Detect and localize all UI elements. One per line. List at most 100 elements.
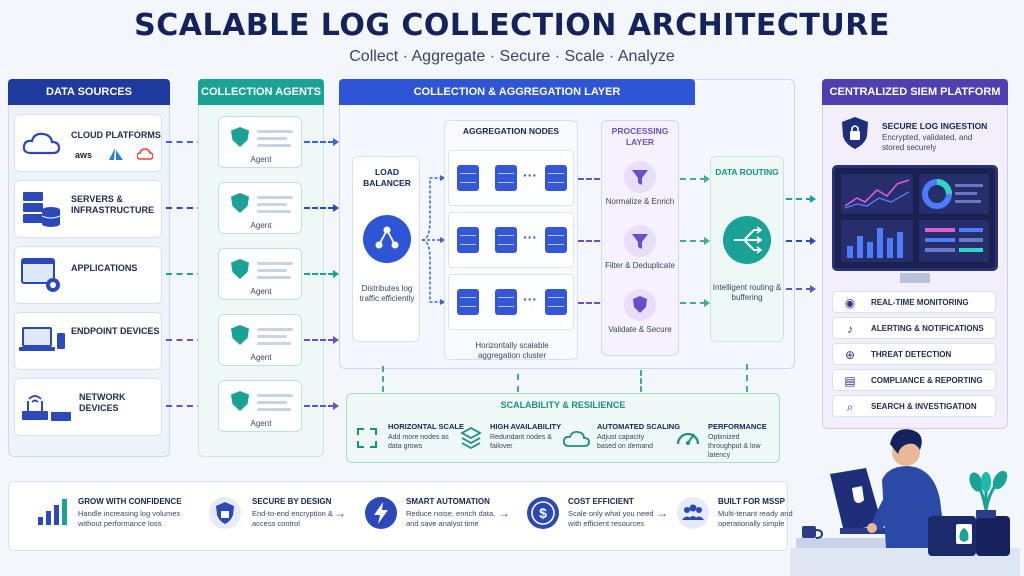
node-row: ··· (448, 212, 574, 268)
document-icon: ▤ (844, 374, 856, 388)
scal-item-desc: Add more nodes as data grows (388, 434, 449, 450)
processing-step: Validate & Secure (608, 325, 672, 334)
agent-label: Agent (250, 353, 272, 362)
server-icon (545, 227, 567, 253)
scal-item-desc: Redundant nodes & failover (490, 434, 552, 450)
aggregation-header: COLLECTION & AGGREGATION LAYER (339, 79, 695, 105)
source-label: ENDPOINT DEVICES (71, 326, 160, 336)
aws-logo: aws (75, 150, 93, 160)
gcp-logo-icon (137, 148, 153, 160)
source-servers: SERVERS & INFRASTRUCTURE (14, 180, 162, 238)
processing-step: Filter & Deduplicate (605, 261, 675, 270)
shield-icon (231, 193, 249, 213)
siem-feature: ♪ALERTING & NOTIFICATIONS (832, 317, 996, 339)
agent-label: Agent (250, 221, 272, 230)
arrow-cloud-to-agent (166, 141, 214, 143)
team-icon (677, 497, 709, 529)
benefit-desc: End-to-end encryption & access control (252, 509, 333, 528)
load-balancer-desc: Distributes log traffic efficiently (359, 284, 415, 303)
laptop-phone-icon (19, 327, 65, 351)
magnifier-icon: ⌕ (846, 400, 854, 414)
scal-item-title: HORIZONTAL SCALE (388, 422, 464, 431)
azure-logo-icon (109, 148, 123, 160)
benefit-desc: Reduce noise, enrich data, and save anal… (406, 509, 496, 528)
cloud-scale-icon (562, 430, 590, 447)
page-title: SCALABLE LOG COLLECTION ARCHITECTURE (134, 8, 890, 43)
aggregation-nodes-title: AGGREGATION NODES (462, 126, 560, 136)
gauge-icon (676, 432, 700, 445)
server-icon (495, 289, 517, 315)
dollar-coin-icon: $ (527, 497, 559, 529)
scal-item-title: PERFORMANCE (708, 422, 767, 431)
shield-icon (231, 259, 249, 279)
source-cloud-platforms: CLOUD PLATFORMS aws (14, 114, 162, 172)
arrow-network-to-agent (166, 405, 214, 407)
scalability-panel (346, 393, 780, 463)
ingest-title: SECURE LOG INGESTION (882, 121, 988, 131)
filter-icon (624, 225, 656, 257)
cloud-icon (22, 132, 61, 155)
server-icon (457, 165, 479, 191)
ingest-desc: Encrypted, validated, and stored securel… (882, 133, 973, 152)
server-icon (545, 165, 567, 191)
siem-feature: ⊕THREAT DETECTION (832, 343, 996, 365)
routing-title: DATA ROUTING (715, 167, 779, 177)
dashboard-monitor (832, 165, 998, 271)
routing-desc: Intelligent routing & buffering (712, 283, 782, 302)
processing-title: PROCESSING LAYER (611, 126, 669, 147)
agent-label: Agent (250, 155, 272, 164)
siem-feature: ▤COMPLIANCE & REPORTING (832, 369, 996, 391)
agents-header: COLLECTION AGENTS (198, 79, 324, 105)
source-applications: APPLICATIONS (14, 246, 162, 304)
arrow-apps-to-agent (166, 273, 214, 275)
aggregation-nodes-desc: Horizontally scalable aggregation cluste… (475, 341, 549, 360)
dashboard-chart-icon (841, 174, 989, 262)
source-label: SERVERS & INFRASTRUCTURE (71, 194, 154, 215)
router-switch-icon (22, 395, 71, 421)
benefits-bar (8, 481, 788, 551)
arrow-right-icon: → (498, 506, 510, 520)
source-label: CLOUD PLATFORMS (71, 130, 161, 140)
agent-card: Agent (218, 248, 302, 300)
source-label: NETWORK DEVICES (79, 392, 126, 413)
arrow-right-icon: → (334, 506, 346, 520)
server-database-icon (23, 192, 61, 227)
shield-icon (231, 127, 249, 147)
arrow-endpoint-to-agent (166, 339, 214, 341)
monitor-stand (900, 273, 930, 283)
source-endpoint-devices: ENDPOINT DEVICES (14, 312, 162, 370)
server-icon (457, 289, 479, 315)
benefit-title: SECURE BY DESIGN (252, 497, 332, 506)
page-subtitle: Collect · Aggregate · Secure · Scale · A… (349, 48, 675, 65)
target-icon: ⊕ (844, 348, 856, 362)
source-network-devices: NETWORK DEVICES (14, 378, 162, 436)
svg-text:$: $ (539, 505, 547, 521)
siem-header: CENTRALIZED SIEM PLATFORM (822, 79, 1008, 105)
server-icon (545, 289, 567, 315)
bell-icon: ♪ (847, 322, 853, 336)
node-row: ··· (448, 274, 574, 330)
expand-icon (357, 428, 377, 448)
agent-card: Agent (218, 182, 302, 234)
benefit-desc: Scale only what you need with efficient … (568, 509, 654, 528)
application-window-icon (21, 258, 60, 292)
eye-icon: ◉ (844, 296, 856, 310)
arrow-right-icon: → (656, 506, 668, 520)
shield-check-icon (624, 289, 656, 321)
layers-icon (460, 426, 482, 450)
server-icon (495, 227, 517, 253)
agent-card: Agent (218, 116, 302, 168)
arrow-servers-to-agent (166, 207, 214, 209)
secure-shield-icon (209, 497, 241, 529)
server-icon (457, 227, 479, 253)
scal-item-title: HIGH AVAILABILITY (490, 422, 562, 431)
scalability-title: SCALABILITY & RESILIENCE (500, 400, 626, 410)
agent-label: Agent (250, 287, 272, 296)
source-label: APPLICATIONS (71, 263, 138, 273)
lock-shield-icon (842, 117, 868, 149)
growth-bars-icon (38, 499, 67, 525)
benefit-title: COST EFFICIENT (568, 497, 634, 506)
server-icon (495, 165, 517, 191)
analyst-illustration (790, 429, 1020, 576)
benefit-title: SMART AUTOMATION (406, 497, 490, 506)
